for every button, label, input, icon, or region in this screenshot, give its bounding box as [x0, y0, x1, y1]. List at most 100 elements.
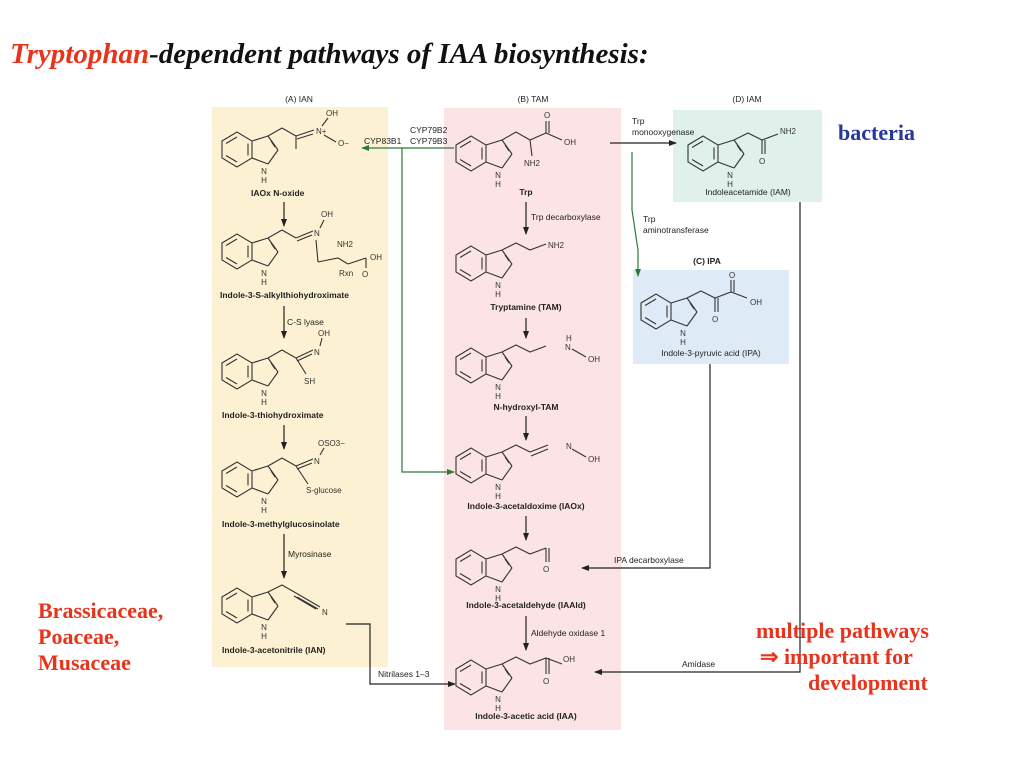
- svg-text:OH: OH: [588, 355, 600, 364]
- iaox-n-oxide-structure: N H N+ OH O−: [221, 109, 349, 185]
- family-poaceae: Poaceae,: [38, 624, 120, 649]
- label-iam: Indoleacetamide (IAM): [705, 187, 791, 197]
- svg-text:H: H: [261, 632, 267, 641]
- enzyme-myrosinase: Myrosinase: [288, 549, 332, 559]
- svg-text:N+: N+: [316, 127, 327, 136]
- label-n-hydroxyl-tam: N-hydroxyl-TAM: [493, 402, 558, 412]
- n-hydroxyl-tam-structure: N H H N OH: [455, 334, 600, 401]
- svg-text:N: N: [495, 585, 501, 594]
- multiple-line-2-text: important for: [783, 644, 913, 669]
- ipa-structure: N H OH O O: [640, 271, 762, 347]
- iaa-structure: N H OH O: [455, 655, 575, 713]
- svg-text:S-glucose: S-glucose: [306, 486, 342, 495]
- thiohydroximate-structure: N H N OH SH: [221, 329, 330, 407]
- svg-text:OH: OH: [326, 109, 338, 118]
- svg-text:OH: OH: [321, 210, 333, 219]
- multiple-line-1: multiple pathways: [756, 618, 929, 643]
- svg-text:N: N: [680, 329, 686, 338]
- label-iaox: Indole-3-acetaldoxime (IAOx): [467, 501, 584, 511]
- label-iaa: Indole-3-acetic acid (IAA): [475, 711, 577, 721]
- iaox-structure: N H N OH: [455, 442, 600, 501]
- label-trp: Trp: [519, 187, 532, 197]
- panel-label-iam: (D) IAM: [732, 94, 761, 104]
- enzyme-trp-decarboxylase: Trp decarboxylase: [531, 212, 601, 222]
- svg-text:H: H: [680, 338, 686, 347]
- svg-text:H: H: [495, 290, 501, 299]
- svg-text:H: H: [495, 180, 501, 189]
- svg-text:N: N: [314, 348, 320, 357]
- svg-text:O: O: [729, 271, 735, 280]
- iam-structure: N H NH2 O: [687, 127, 797, 189]
- label-ian: Indole-3-acetonitrile (IAN): [222, 645, 326, 655]
- svg-text:H: H: [261, 176, 267, 185]
- svg-text:O: O: [543, 565, 549, 574]
- svg-text:H: H: [727, 180, 733, 189]
- label-tam: Tryptamine (TAM): [490, 302, 561, 312]
- enzyme-amidase: Amidase: [682, 659, 715, 669]
- svg-text:N: N: [314, 457, 320, 466]
- enzyme-cyp79b2: CYP79B2: [410, 125, 448, 135]
- ipa-panel: [633, 270, 789, 364]
- svg-text:OH: OH: [588, 455, 600, 464]
- svg-text:OH: OH: [563, 655, 575, 664]
- svg-text:NH2: NH2: [780, 127, 797, 136]
- enzyme-ipa-decarboxylase: IPA decarboxylase: [614, 555, 684, 565]
- svg-text:H: H: [495, 704, 501, 713]
- svg-text:N: N: [495, 171, 501, 180]
- bacteria-note: bacteria: [838, 120, 915, 145]
- label-iaald: Indole-3-acetaldehyde (IAAld): [466, 600, 586, 610]
- multiple-line-2: ⇒ important for: [756, 644, 929, 670]
- svg-text:O: O: [712, 315, 718, 324]
- multiple-pathways-note: multiple pathways ⇒ important for develo…: [756, 618, 929, 696]
- arrow-trp-ipa: [631, 152, 641, 277]
- svg-text:N: N: [495, 695, 501, 704]
- label-methylglucosinolate: Indole-3-methylglucosinolate: [222, 519, 340, 529]
- arrow-nitrilases: [346, 623, 456, 687]
- svg-text:N: N: [495, 281, 501, 290]
- svg-text:N: N: [565, 343, 571, 352]
- enzyme-trp-aminotransferase-2: aminotransferase: [643, 225, 709, 235]
- svg-text:OSO3−: OSO3−: [318, 439, 345, 448]
- iam-panel: [673, 110, 822, 202]
- enzyme-trp-monooxygenase-1: Trp: [632, 116, 645, 126]
- enzyme-cyp83b1: CYP83B1: [364, 136, 402, 146]
- svg-text:NH2: NH2: [548, 241, 565, 250]
- svg-text:O: O: [544, 111, 550, 120]
- enzyme-cs-lyase: C-S lyase: [287, 317, 324, 327]
- svg-text:OH: OH: [750, 298, 762, 307]
- svg-text:N: N: [261, 623, 267, 632]
- label-alkylthiohydroximate: Indole-3-S-alkylthiohydroximate: [220, 290, 349, 300]
- svg-text:H: H: [261, 278, 267, 287]
- svg-text:N: N: [261, 269, 267, 278]
- svg-text:N: N: [314, 229, 320, 238]
- svg-text:N: N: [261, 497, 267, 506]
- svg-text:O: O: [362, 270, 368, 279]
- arrow-ipa-iaald: [581, 364, 711, 571]
- enzyme-nitrilases: Nitrilases 1–3: [378, 669, 430, 679]
- svg-text:O: O: [543, 677, 549, 686]
- svg-text:SH: SH: [304, 377, 315, 386]
- family-musaceae: Musaceae: [38, 650, 131, 675]
- alkylthiohydroximate-structure: N H N OH NH2 OH O Rxn: [221, 210, 382, 287]
- panel-label-ipa: (C) IPA: [693, 256, 721, 266]
- svg-text:H: H: [261, 506, 267, 515]
- slide-title: Tryptophan-dependent pathways of IAA bio…: [10, 38, 649, 71]
- svg-text:OH: OH: [564, 138, 576, 147]
- multiple-line-3: development: [808, 670, 928, 695]
- label-thiohydroximate: Indole-3-thiohydroximate: [222, 410, 324, 420]
- svg-text:N: N: [261, 167, 267, 176]
- svg-text:N: N: [727, 171, 733, 180]
- enzyme-trp-monooxygenase-2: monooxygenase: [632, 127, 695, 137]
- panel-label-tam: (B) TAM: [518, 94, 549, 104]
- trp-structure: N H O OH NH2: [455, 111, 576, 189]
- svg-text:H: H: [566, 334, 572, 343]
- svg-text:N: N: [322, 608, 328, 617]
- tam-panel: [444, 108, 621, 730]
- svg-text:NH2: NH2: [337, 240, 354, 249]
- svg-text:N: N: [495, 483, 501, 492]
- svg-text:H: H: [495, 492, 501, 501]
- svg-text:NH2: NH2: [524, 159, 541, 168]
- implies-symbol: ⇒: [760, 644, 779, 669]
- arrow-iam-iaa: [594, 202, 801, 675]
- methylglucosinolate-structure: N H N OSO3− S-glucose: [221, 439, 345, 515]
